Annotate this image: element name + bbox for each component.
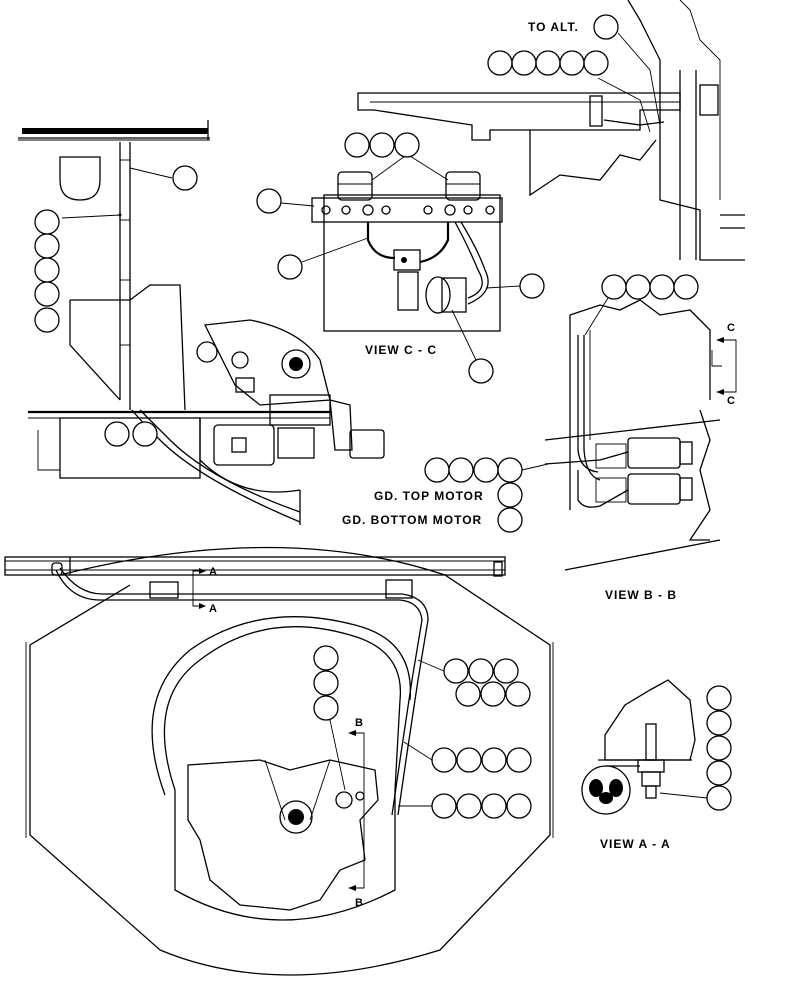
callout-bubble	[456, 747, 482, 773]
callout-bubble	[481, 793, 507, 819]
callout-bubble	[481, 747, 507, 773]
callout-bubble	[480, 681, 506, 707]
gd-top-motor-label: GD. TOP MOTOR	[374, 489, 484, 503]
section-b-bottom: B	[355, 897, 363, 909]
callout-bubble	[34, 233, 60, 259]
callout-bubble	[277, 254, 303, 280]
view-c-c: VIEW C - C	[256, 132, 545, 384]
callout-bubble	[468, 358, 494, 384]
view-a-a-label: VIEW A - A	[600, 837, 671, 851]
section-a-top: A	[209, 566, 217, 578]
callout-bubble	[497, 482, 523, 508]
top-left-detail	[18, 120, 385, 525]
callout-bubble	[256, 188, 282, 214]
callout-bubble	[506, 793, 532, 819]
callout-bubble	[511, 50, 537, 76]
callout-bubble	[344, 132, 370, 158]
callout-bubble	[468, 658, 494, 684]
callout-bubble	[431, 793, 457, 819]
callout-bubble	[559, 50, 585, 76]
callout-bubble	[132, 421, 158, 447]
view-a-a: VIEW A - A	[581, 679, 732, 851]
callout-bubble	[424, 457, 450, 483]
callout-bubble	[535, 50, 561, 76]
callout-bubble	[497, 457, 523, 483]
callout-bubble	[431, 747, 457, 773]
section-b-top: B	[355, 717, 363, 729]
callout-bubble	[456, 793, 482, 819]
callout-bubble	[455, 681, 481, 707]
to-alt-label: TO ALT.	[528, 20, 579, 34]
section-a-bottom: A	[209, 603, 217, 615]
callout-bubble	[493, 658, 519, 684]
callout-bubble	[593, 14, 619, 40]
callout-bubble	[313, 645, 339, 671]
callout-bubble	[443, 658, 469, 684]
gd-bottom-motor-label: GD. BOTTOM MOTOR	[342, 513, 482, 527]
callout-bubble	[497, 507, 523, 533]
callout-bubble	[706, 785, 732, 811]
callout-bubble	[487, 50, 513, 76]
callout-bubble	[505, 681, 531, 707]
callout-bubble	[706, 735, 732, 761]
view-b-b: C C GD. TOP MOTOR GD. BOTTOM MOTOR VIEW …	[342, 274, 737, 602]
callout-bubble	[706, 710, 732, 736]
plan-view: A A B B	[4, 546, 554, 976]
callout-bubble	[673, 274, 699, 300]
callout-bubble	[506, 747, 532, 773]
callout-bubble	[172, 165, 198, 191]
callout-bubble	[369, 132, 395, 158]
callout-bubble	[625, 274, 651, 300]
callout-bubble	[34, 307, 60, 333]
callout-bubble	[706, 685, 732, 711]
callout-bubble	[706, 760, 732, 786]
callout-bubble	[583, 50, 609, 76]
callout-bubble	[519, 273, 545, 299]
section-c-top: C	[727, 322, 735, 334]
view-b-b-label: VIEW B - B	[605, 588, 677, 602]
view-c-c-label: VIEW C - C	[365, 343, 437, 357]
callout-bubble	[34, 257, 60, 283]
callout-bubble	[473, 457, 499, 483]
callout-bubble	[601, 274, 627, 300]
callout-bubble	[34, 281, 60, 307]
callout-bubble	[313, 670, 339, 696]
callout-bubble	[448, 457, 474, 483]
alternator-detail: TO ALT.	[357, 0, 745, 261]
section-c-bottom: C	[727, 395, 735, 407]
callout-bubble	[104, 421, 130, 447]
callout-bubble	[34, 209, 60, 235]
callout-bubble	[394, 132, 420, 158]
callout-bubble	[313, 695, 339, 721]
callout-bubble	[649, 274, 675, 300]
